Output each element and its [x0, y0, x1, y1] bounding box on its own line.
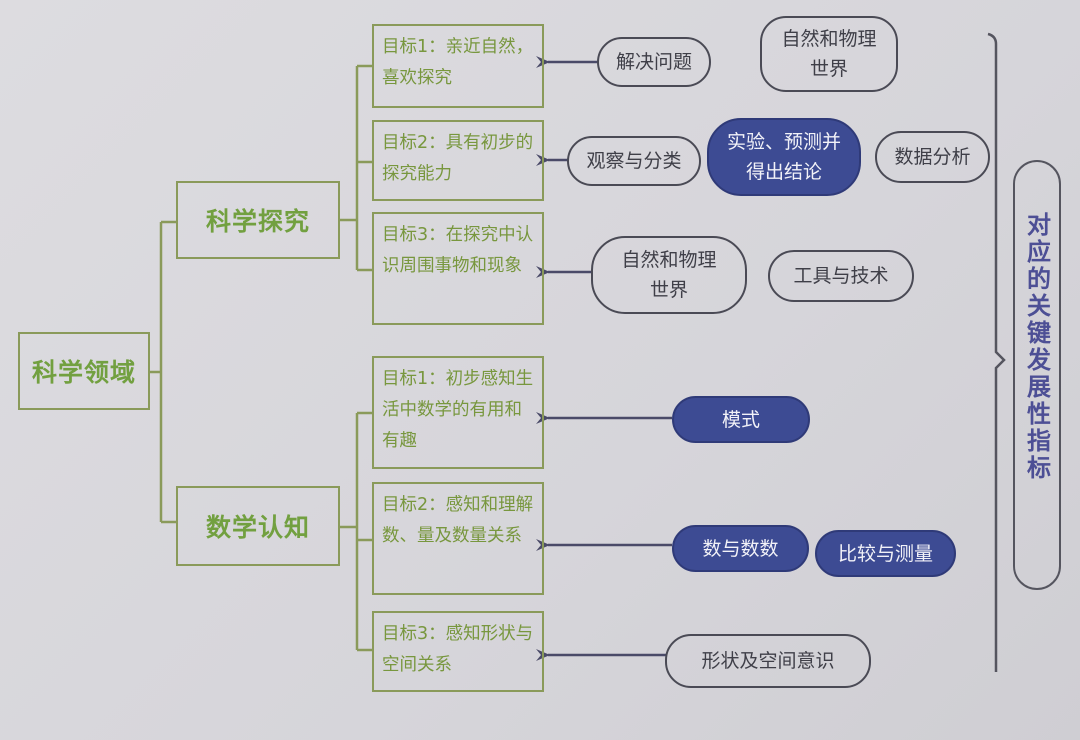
goal-science-2: 目标2：具有初步的探究能力 [372, 120, 544, 201]
indicator-problem-solving: 解决问题 [597, 37, 711, 87]
indicator-label: 观察与分类 [586, 150, 682, 172]
indicator-natural-physical-world: 自然和物理世界 [591, 236, 747, 314]
goal-label: 目标3：感知形状与空间关系 [382, 624, 534, 675]
goal-label: 目标2：具有初步的探究能力 [382, 133, 534, 184]
branch-label: 数学认知 [205, 513, 310, 542]
indicator-label: 数据分析 [894, 146, 971, 168]
branch-science-inquiry: 科学探究 [176, 181, 340, 259]
indicator-label: 数与数数 [702, 537, 779, 560]
goal-science-3: 目标3：在探究中认识周围事物和现象 [372, 212, 544, 325]
root-node: 科学领域 [18, 332, 150, 410]
branch-label: 科学探究 [205, 207, 310, 236]
side-label: 对应的关键发展性指标 [1022, 212, 1051, 482]
indicator-label: 形状及空间意识 [701, 650, 835, 672]
key-indicators-label-box: 对应的关键发展性指标 [1013, 160, 1061, 590]
goal-math-2: 目标2：感知和理解数、量及数量关系 [372, 482, 544, 595]
goal-label: 目标2：感知和理解数、量及数量关系 [382, 495, 534, 546]
indicator-natural-physical-world-top: 自然和物理世界 [760, 16, 898, 92]
branch-math-cognition: 数学认知 [176, 486, 340, 566]
indicator-shape-space: 形状及空间意识 [665, 634, 871, 688]
indicator-label: 实验、预测并得出结论 [726, 131, 841, 183]
indicator-label: 模式 [721, 408, 760, 431]
goal-math-1: 目标1：初步感知生活中数学的有用和有趣 [372, 356, 544, 469]
indicator-experiment-predict: 实验、预测并得出结论 [707, 118, 861, 196]
indicator-label: 自然和物理世界 [621, 249, 717, 301]
indicator-observe-classify: 观察与分类 [567, 136, 701, 186]
indicator-compare-measure: 比较与测量 [815, 530, 956, 577]
indicator-label: 工具与技术 [793, 265, 889, 287]
indicator-patterns: 模式 [672, 396, 810, 443]
indicator-tools-technology: 工具与技术 [768, 250, 914, 302]
goal-label: 目标1：亲近自然，喜欢探究 [382, 37, 534, 88]
indicator-number-counting: 数与数数 [672, 525, 809, 572]
indicator-label: 自然和物理世界 [781, 28, 877, 80]
goal-math-3: 目标3：感知形状与空间关系 [372, 611, 544, 692]
goal-label: 目标1：初步感知生活中数学的有用和有趣 [382, 369, 534, 451]
indicator-data-analysis: 数据分析 [875, 131, 990, 183]
indicator-label: 解决问题 [615, 51, 692, 73]
goal-science-1: 目标1：亲近自然，喜欢探究 [372, 24, 544, 108]
goal-label: 目标3：在探究中认识周围事物和现象 [382, 225, 534, 276]
indicator-label: 比较与测量 [837, 542, 933, 565]
root-label: 科学领域 [31, 358, 136, 387]
